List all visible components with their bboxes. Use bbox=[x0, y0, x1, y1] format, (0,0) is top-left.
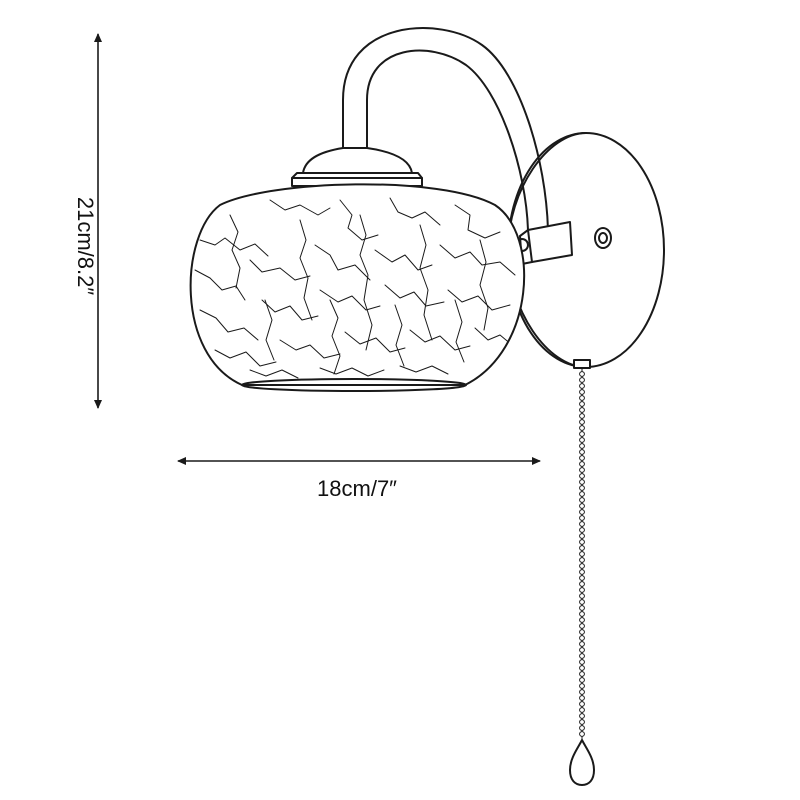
chain-bead bbox=[579, 653, 585, 659]
chain-bead bbox=[579, 593, 585, 599]
chain-bead bbox=[579, 473, 585, 479]
chain-bead bbox=[579, 707, 585, 713]
chain-bead bbox=[579, 695, 585, 701]
chain-bead bbox=[579, 479, 585, 485]
chain-bead bbox=[579, 587, 585, 593]
mounting-screw bbox=[594, 227, 612, 249]
chain-bead bbox=[579, 557, 585, 563]
chain-bead bbox=[579, 719, 585, 725]
chain-bead bbox=[579, 611, 585, 617]
chain-bead bbox=[579, 407, 585, 413]
width-dimension: 18cm/7″ bbox=[177, 457, 541, 501]
shade-bottom-rim bbox=[241, 378, 467, 392]
chain-anchor bbox=[573, 359, 591, 369]
chain-bead bbox=[579, 641, 585, 647]
chain-bead bbox=[579, 437, 585, 443]
chain-bead bbox=[579, 563, 585, 569]
chain-bead bbox=[579, 575, 585, 581]
glass-shade bbox=[189, 183, 526, 392]
chain-bead bbox=[579, 503, 585, 509]
chain-bead bbox=[579, 539, 585, 545]
chain-bead bbox=[579, 701, 585, 707]
height-dimension: 21cm/8.2″ bbox=[73, 33, 102, 409]
chain-bead bbox=[579, 389, 585, 395]
chain-bead bbox=[579, 671, 585, 677]
chain-bead bbox=[579, 569, 585, 575]
chain-bead bbox=[579, 443, 585, 449]
chain-bead bbox=[579, 677, 585, 683]
chain-bead bbox=[579, 623, 585, 629]
chain-bead bbox=[579, 725, 585, 731]
chain-bead bbox=[579, 395, 585, 401]
chain-bead bbox=[579, 509, 585, 515]
chain-bead bbox=[579, 713, 585, 719]
chain-bead bbox=[579, 491, 585, 497]
chain-bead bbox=[579, 545, 585, 551]
chain-bead bbox=[579, 419, 585, 425]
chain-bead bbox=[579, 617, 585, 623]
chain-bead bbox=[579, 665, 585, 671]
chain-bead bbox=[579, 425, 585, 431]
chain-bead bbox=[579, 371, 585, 377]
chain-bead bbox=[579, 629, 585, 635]
chain-bead bbox=[579, 683, 585, 689]
pull-chain bbox=[569, 359, 595, 786]
chain-bead bbox=[579, 731, 585, 737]
chain-bead bbox=[579, 527, 585, 533]
chain-bead bbox=[579, 647, 585, 653]
chain-bead bbox=[579, 455, 585, 461]
chain-bead bbox=[579, 431, 585, 437]
chain-bead bbox=[579, 581, 585, 587]
width-label: 18cm/7″ bbox=[317, 476, 397, 501]
chain-bead bbox=[579, 449, 585, 455]
curved-arm bbox=[342, 27, 573, 265]
chain-bead bbox=[579, 485, 585, 491]
chain-bead bbox=[579, 383, 585, 389]
chain-bead bbox=[579, 401, 585, 407]
pull-pendant bbox=[569, 739, 595, 786]
chain-bead bbox=[579, 413, 585, 419]
chain-bead bbox=[579, 689, 585, 695]
chain-bead bbox=[579, 461, 585, 467]
chain-beads bbox=[579, 371, 585, 737]
chain-bead bbox=[579, 521, 585, 527]
chain-bead bbox=[579, 599, 585, 605]
chain-bead bbox=[579, 533, 585, 539]
fitter-cap bbox=[291, 147, 423, 187]
chain-bead bbox=[579, 467, 585, 473]
chain-bead bbox=[579, 515, 585, 521]
chain-bead bbox=[579, 605, 585, 611]
chain-bead bbox=[579, 377, 585, 383]
marble-crack-pattern bbox=[194, 197, 516, 379]
chain-bead bbox=[579, 551, 585, 557]
chain-bead bbox=[579, 659, 585, 665]
chain-bead bbox=[579, 635, 585, 641]
chain-bead bbox=[579, 497, 585, 503]
height-label: 21cm/8.2″ bbox=[73, 197, 98, 295]
